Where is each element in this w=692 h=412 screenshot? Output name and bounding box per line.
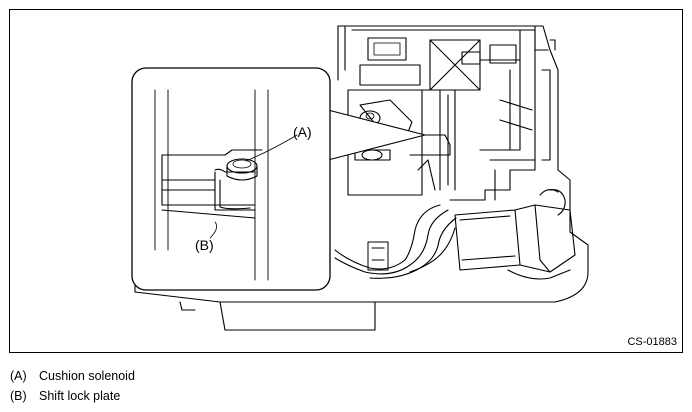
legend: (A) Cushion solenoid (B) Shift lock plat… <box>10 366 135 406</box>
leader-line-a <box>245 134 298 162</box>
legend-text: Cushion solenoid <box>39 369 135 383</box>
shifter-diagram: (A) (B) <box>131 25 589 331</box>
legend-key: (B) <box>10 389 27 403</box>
legend-item: (A) Cushion solenoid <box>10 366 135 386</box>
callout-b: (B) <box>195 237 214 253</box>
detail-pointer <box>327 109 426 161</box>
callout-a: (A) <box>293 124 312 140</box>
gear-frame <box>351 29 551 201</box>
wire-harness <box>334 189 576 280</box>
legend-item: (B) Shift lock plate <box>10 386 135 406</box>
legend-text: Shift lock plate <box>39 389 121 403</box>
legend-key: (A) <box>10 369 27 383</box>
figure-code: CS-01883 <box>627 336 677 348</box>
leader-line-b <box>209 221 218 239</box>
detail-inset <box>131 67 331 291</box>
figure-frame: (A) (B) CS-01883 <box>9 9 683 353</box>
